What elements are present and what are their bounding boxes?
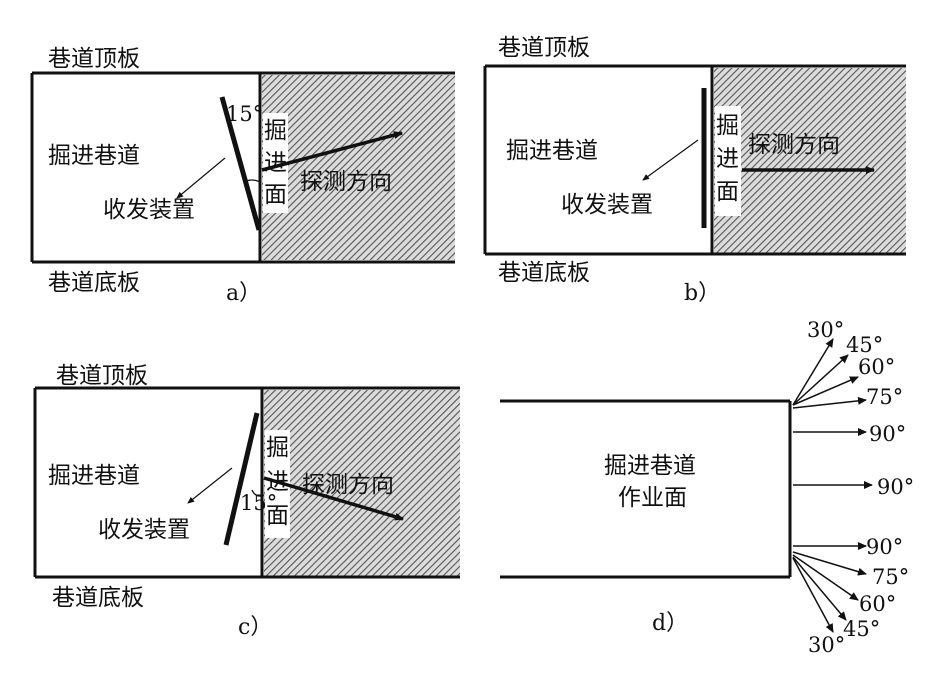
probe-arrow-30-lower	[792, 557, 834, 633]
face-char-2: 进	[264, 150, 287, 176]
pointer-arrow	[176, 157, 226, 199]
angle-label-60-lower: 60°	[859, 592, 896, 616]
roof-label: 巷道顶板	[56, 363, 148, 389]
tunnel-label: 掘进巷道	[506, 138, 598, 164]
work-face-label-line-1: 掘进巷道	[604, 453, 696, 479]
panel-d: 掘进巷道 作业面 30° 45° 60° 75° 90° 90° 90° 75°…	[500, 318, 914, 657]
transceiver-label: 收发装置	[103, 197, 195, 223]
caption-c: c）	[238, 615, 272, 640]
transceiver-label: 收发装置	[561, 192, 653, 218]
angle-label-90-lower: 90°	[866, 535, 903, 559]
probe-arrow-45-upper	[792, 354, 849, 406]
floor-label: 巷道底板	[498, 260, 590, 286]
tunnel-label: 掘进巷道	[48, 143, 140, 169]
direction-arrow	[261, 131, 403, 172]
pointer-arrow	[642, 139, 699, 181]
face-char-3: 面	[266, 503, 289, 529]
panel-a: 巷道顶板 巷道底板 掘进巷道 收发装置 15° 掘 进 面 探测方向 a）	[30, 46, 455, 306]
face-char-3: 面	[716, 179, 739, 205]
angle-label-75-lower: 75°	[872, 565, 909, 589]
tunnel-label: 掘进巷道	[48, 463, 140, 489]
roof-label: 巷道顶板	[48, 46, 140, 72]
face-label-bg	[715, 106, 741, 216]
angle-label-30-lower: 30°	[808, 633, 845, 657]
direction-label: 探测方向	[300, 169, 392, 195]
face-char-1: 掘	[266, 435, 289, 461]
probe-arrow-60-upper	[792, 376, 859, 406]
probe-arrow-75-lower	[792, 551, 867, 576]
work-face-label-line-2: 作业面	[618, 485, 687, 511]
face-char-3: 面	[264, 182, 287, 208]
transceiver-plate	[219, 96, 262, 231]
face-char-1: 掘	[716, 113, 739, 139]
angle-arc	[251, 489, 263, 497]
probe-arrow-75-upper	[792, 396, 867, 409]
caption-d: d）	[652, 611, 688, 636]
direction-label: 探测方向	[748, 132, 840, 158]
floor-label: 巷道底板	[48, 270, 140, 296]
angle-label: 15°	[240, 491, 277, 515]
direction-arrow	[263, 476, 404, 521]
direction-label: 探测方向	[302, 472, 394, 498]
probe-arrow-60-lower	[792, 554, 859, 601]
face-char-1: 掘	[264, 118, 287, 144]
panel-c: 巷道顶板 巷道底板 掘进巷道 收发装置 15° 掘 进 面 探测方向 c）	[33, 363, 460, 640]
rock-area	[264, 390, 460, 576]
panel-b: 巷道顶板 巷道底板 掘进巷道 收发装置 掘 进 面 探测方向 b）	[483, 35, 906, 306]
rock-area	[714, 68, 906, 253]
caption-a: a）	[226, 281, 261, 306]
pointer-arrow	[187, 467, 233, 504]
angle-label: 15°	[226, 102, 263, 126]
angle-label-90-middle: 90°	[877, 475, 914, 499]
rock-area	[262, 75, 455, 260]
angle-label-90-upper: 90°	[869, 422, 906, 446]
caption-b: b）	[684, 281, 720, 306]
face-char-2: 进	[266, 469, 289, 495]
angle-label-60-upper: 60°	[858, 355, 895, 379]
angle-label-45-lower: 45°	[843, 617, 880, 641]
transceiver-label: 收发装置	[98, 517, 190, 543]
probe-arrow-30-upper	[792, 338, 834, 406]
roof-label: 巷道顶板	[498, 35, 590, 61]
floor-label: 巷道底板	[52, 585, 144, 611]
angle-arc	[243, 179, 261, 183]
angle-label-30-upper: 30°	[807, 318, 844, 342]
angle-label-75-upper: 75°	[866, 385, 903, 409]
angle-label-45-upper: 45°	[846, 333, 883, 357]
transceiver-plate	[223, 412, 260, 546]
face-char-2: 进	[716, 146, 739, 172]
probe-arrow-45-lower	[792, 556, 847, 621]
